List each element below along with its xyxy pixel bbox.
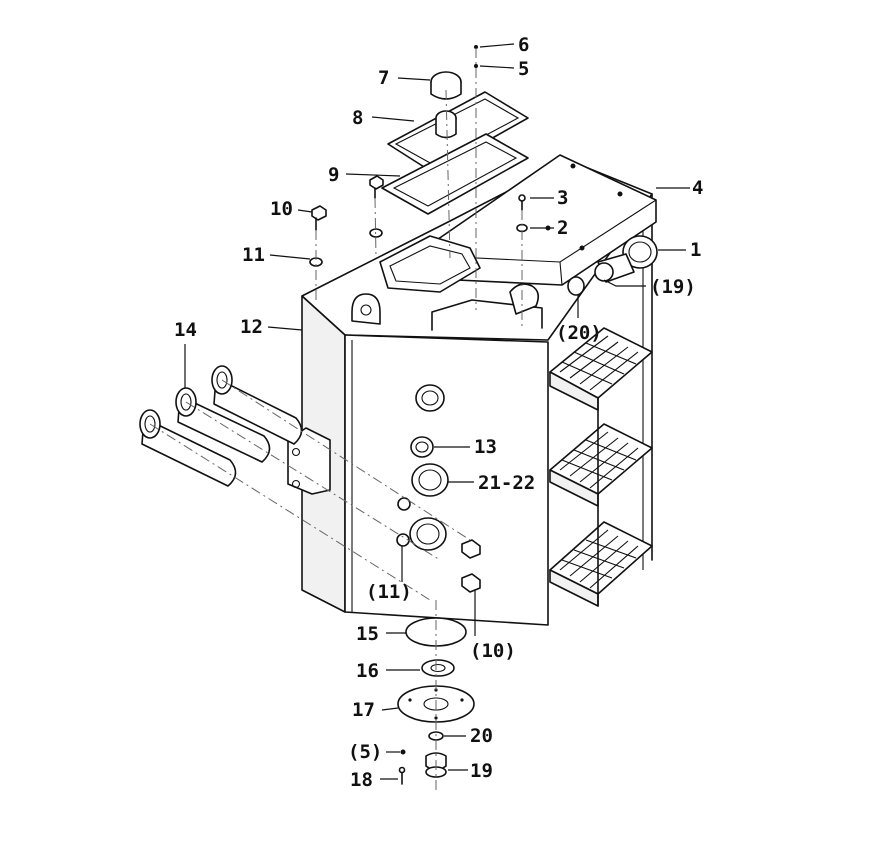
label-2: 2 — [557, 217, 568, 239]
label-3: 3 — [557, 187, 568, 209]
label-14: 14 — [174, 319, 197, 341]
callout-labels: 6 5 7 8 9 10 11 4 1 3 2 (19) (20) 12 14 … — [174, 34, 703, 791]
filter-cylinders — [139, 365, 471, 601]
label-7: 7 — [378, 67, 389, 89]
label-1: 1 — [690, 239, 701, 261]
label-19: 19 — [470, 760, 493, 782]
label-12: 12 — [240, 316, 263, 338]
label-15: 15 — [356, 623, 379, 645]
label-20-paren: (20) — [556, 322, 602, 344]
label-21-22: 21-22 — [478, 472, 535, 494]
label-5: 5 — [518, 58, 529, 80]
label-8: 8 — [352, 107, 363, 129]
bottom-parts — [397, 600, 475, 790]
side-bracket — [287, 427, 331, 495]
label-13: 13 — [474, 436, 497, 458]
label-20: 20 — [470, 725, 493, 747]
label-10: 10 — [270, 198, 293, 220]
steps — [549, 327, 653, 607]
top-small-parts — [381, 45, 529, 310]
label-19-paren: (19) — [650, 276, 696, 298]
label-16: 16 — [356, 660, 379, 682]
label-5-paren: (5) — [348, 741, 382, 763]
label-11: 11 — [242, 244, 265, 266]
label-18: 18 — [350, 769, 373, 791]
label-11-paren: (11) — [366, 581, 412, 603]
front-ports — [396, 384, 481, 593]
label-10-paren: (10) — [470, 640, 516, 662]
bolts-washers — [309, 175, 528, 330]
label-9: 9 — [328, 164, 339, 186]
pipe-fittings — [509, 235, 658, 315]
label-17: 17 — [352, 699, 375, 721]
label-4: 4 — [692, 177, 703, 199]
leader-lines — [184, 43, 690, 780]
label-6: 6 — [518, 34, 529, 56]
